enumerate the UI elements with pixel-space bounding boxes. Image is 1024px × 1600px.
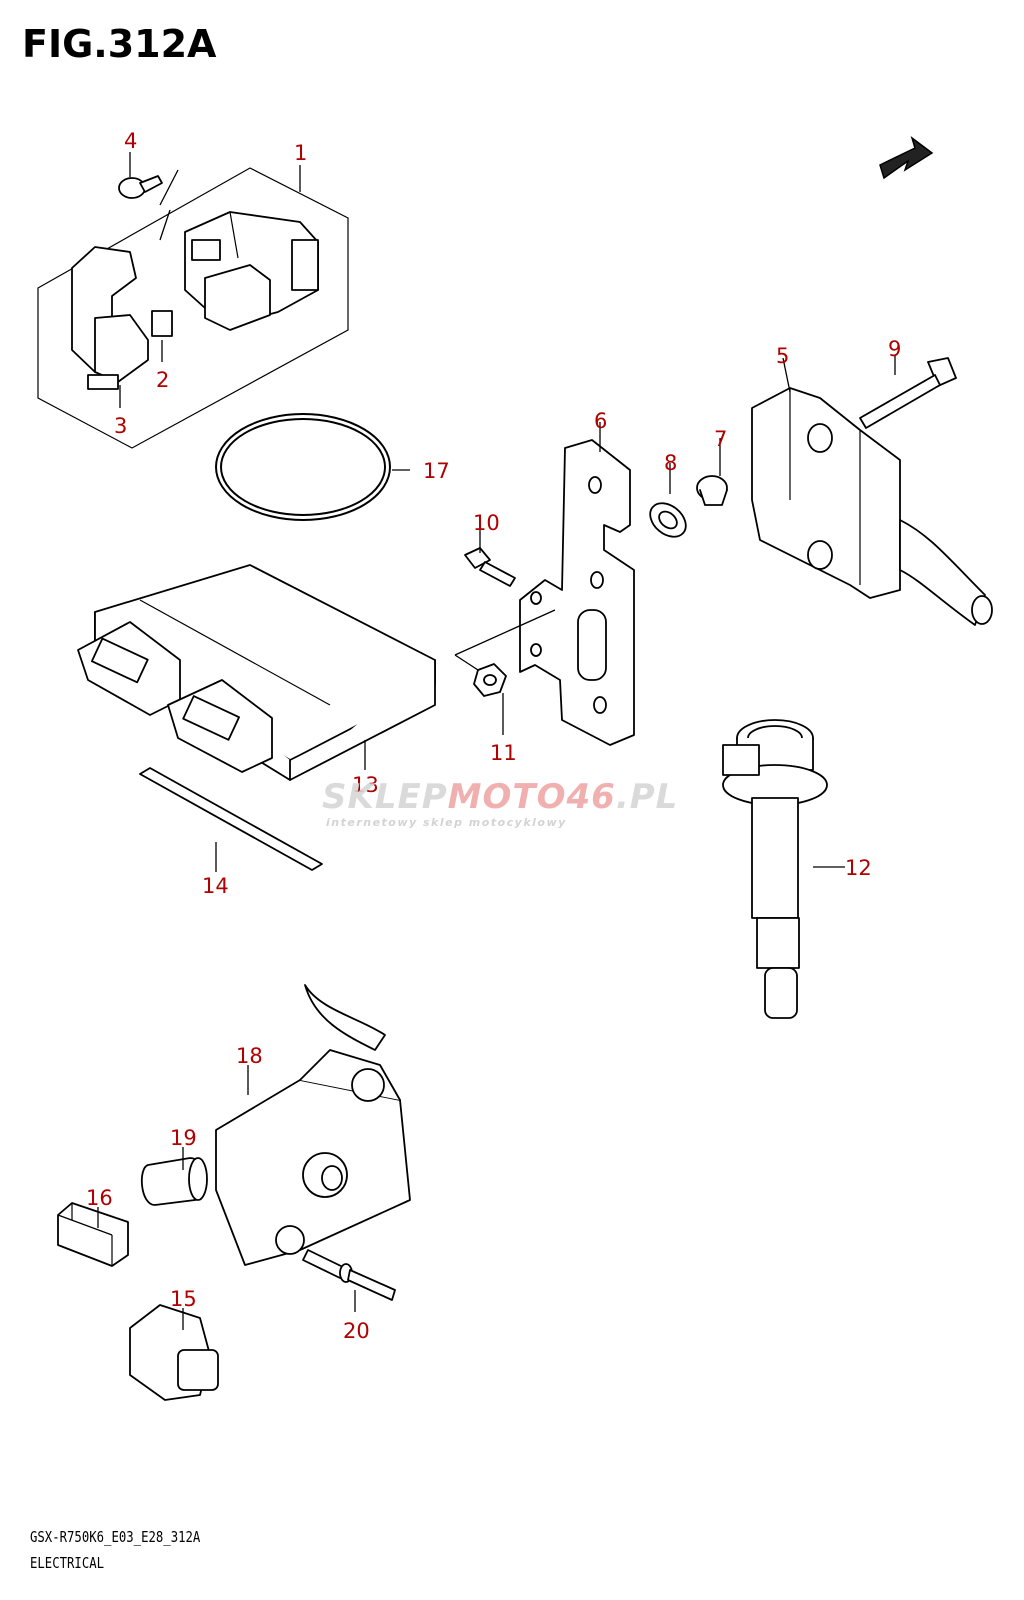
watermark-brand-prefix: SKLEP bbox=[322, 777, 448, 817]
callout-9: 9 bbox=[888, 337, 901, 361]
screw-20-icon bbox=[302, 1249, 396, 1301]
bolt-9-icon bbox=[859, 357, 957, 429]
ecm-unit-13-icon bbox=[77, 564, 436, 781]
nut-11-icon bbox=[454, 609, 556, 697]
callout-1: 1 bbox=[294, 141, 307, 165]
spacer-19-icon bbox=[140, 1157, 208, 1206]
callout-7: 7 bbox=[714, 427, 727, 451]
callout-10: 10 bbox=[473, 511, 500, 535]
regulator-5-icon bbox=[751, 387, 993, 626]
callout-12: 12 bbox=[845, 856, 872, 880]
collar-7-icon bbox=[696, 475, 728, 506]
watermark-tagline: internetowy sklep motocyklowy bbox=[326, 816, 567, 829]
grommet-8-icon bbox=[649, 502, 687, 538]
callout-19: 19 bbox=[170, 1126, 197, 1150]
callout-15: 15 bbox=[170, 1287, 197, 1311]
connector-15-icon bbox=[129, 1304, 219, 1401]
callout-16: 16 bbox=[86, 1186, 113, 1210]
sensor-18-icon bbox=[215, 984, 411, 1266]
callout-11: 11 bbox=[490, 741, 517, 765]
callout-14: 14 bbox=[202, 874, 229, 898]
callout-13: 13 bbox=[352, 773, 379, 797]
o-ring-17-icon bbox=[215, 413, 391, 521]
callout-20: 20 bbox=[343, 1319, 370, 1343]
ignition-coil-12-icon bbox=[722, 719, 828, 1019]
callout-labels: 1 2 3 4 5 6 7 8 9 10 11 12 13 14 15 16 1… bbox=[86, 129, 901, 1343]
footer-model-code: GSX-R750K6_E03_E28_312A bbox=[30, 1528, 201, 1546]
watermark-brand-num: 46 bbox=[566, 777, 616, 817]
callout-18: 18 bbox=[236, 1044, 263, 1068]
screw-4-icon bbox=[118, 175, 163, 199]
watermark-brand-suffix: .PL bbox=[616, 777, 679, 817]
pad-16-icon bbox=[57, 1202, 129, 1267]
callout-8: 8 bbox=[664, 451, 677, 475]
callout-5: 5 bbox=[776, 344, 789, 368]
relay-assembly-box bbox=[37, 167, 349, 449]
footer: GSX-R750K6_E03_E28_312A ELECTRICAL bbox=[30, 1524, 200, 1576]
callout-2: 2 bbox=[156, 368, 169, 392]
callout-6: 6 bbox=[594, 409, 607, 433]
figure-title: FIG.312A bbox=[22, 22, 217, 66]
front-arrow-icon bbox=[879, 136, 934, 180]
callout-4: 4 bbox=[124, 129, 137, 153]
callout-17: 17 bbox=[423, 459, 450, 483]
bolt-10-icon bbox=[464, 547, 516, 587]
footer-section: ELECTRICAL bbox=[30, 1554, 105, 1572]
tape-14-icon bbox=[139, 767, 323, 871]
callout-3: 3 bbox=[114, 414, 127, 438]
watermark-brand-mid: MOTO bbox=[448, 777, 567, 817]
watermark: SKLEPMOTO46.PL internetowy sklep motocyk… bbox=[322, 777, 678, 829]
leader-lines bbox=[97, 152, 896, 1330]
bracket-6-icon bbox=[519, 439, 635, 746]
svg-text:SKLEPMOTO46.PL: SKLEPMOTO46.PL bbox=[322, 777, 678, 817]
